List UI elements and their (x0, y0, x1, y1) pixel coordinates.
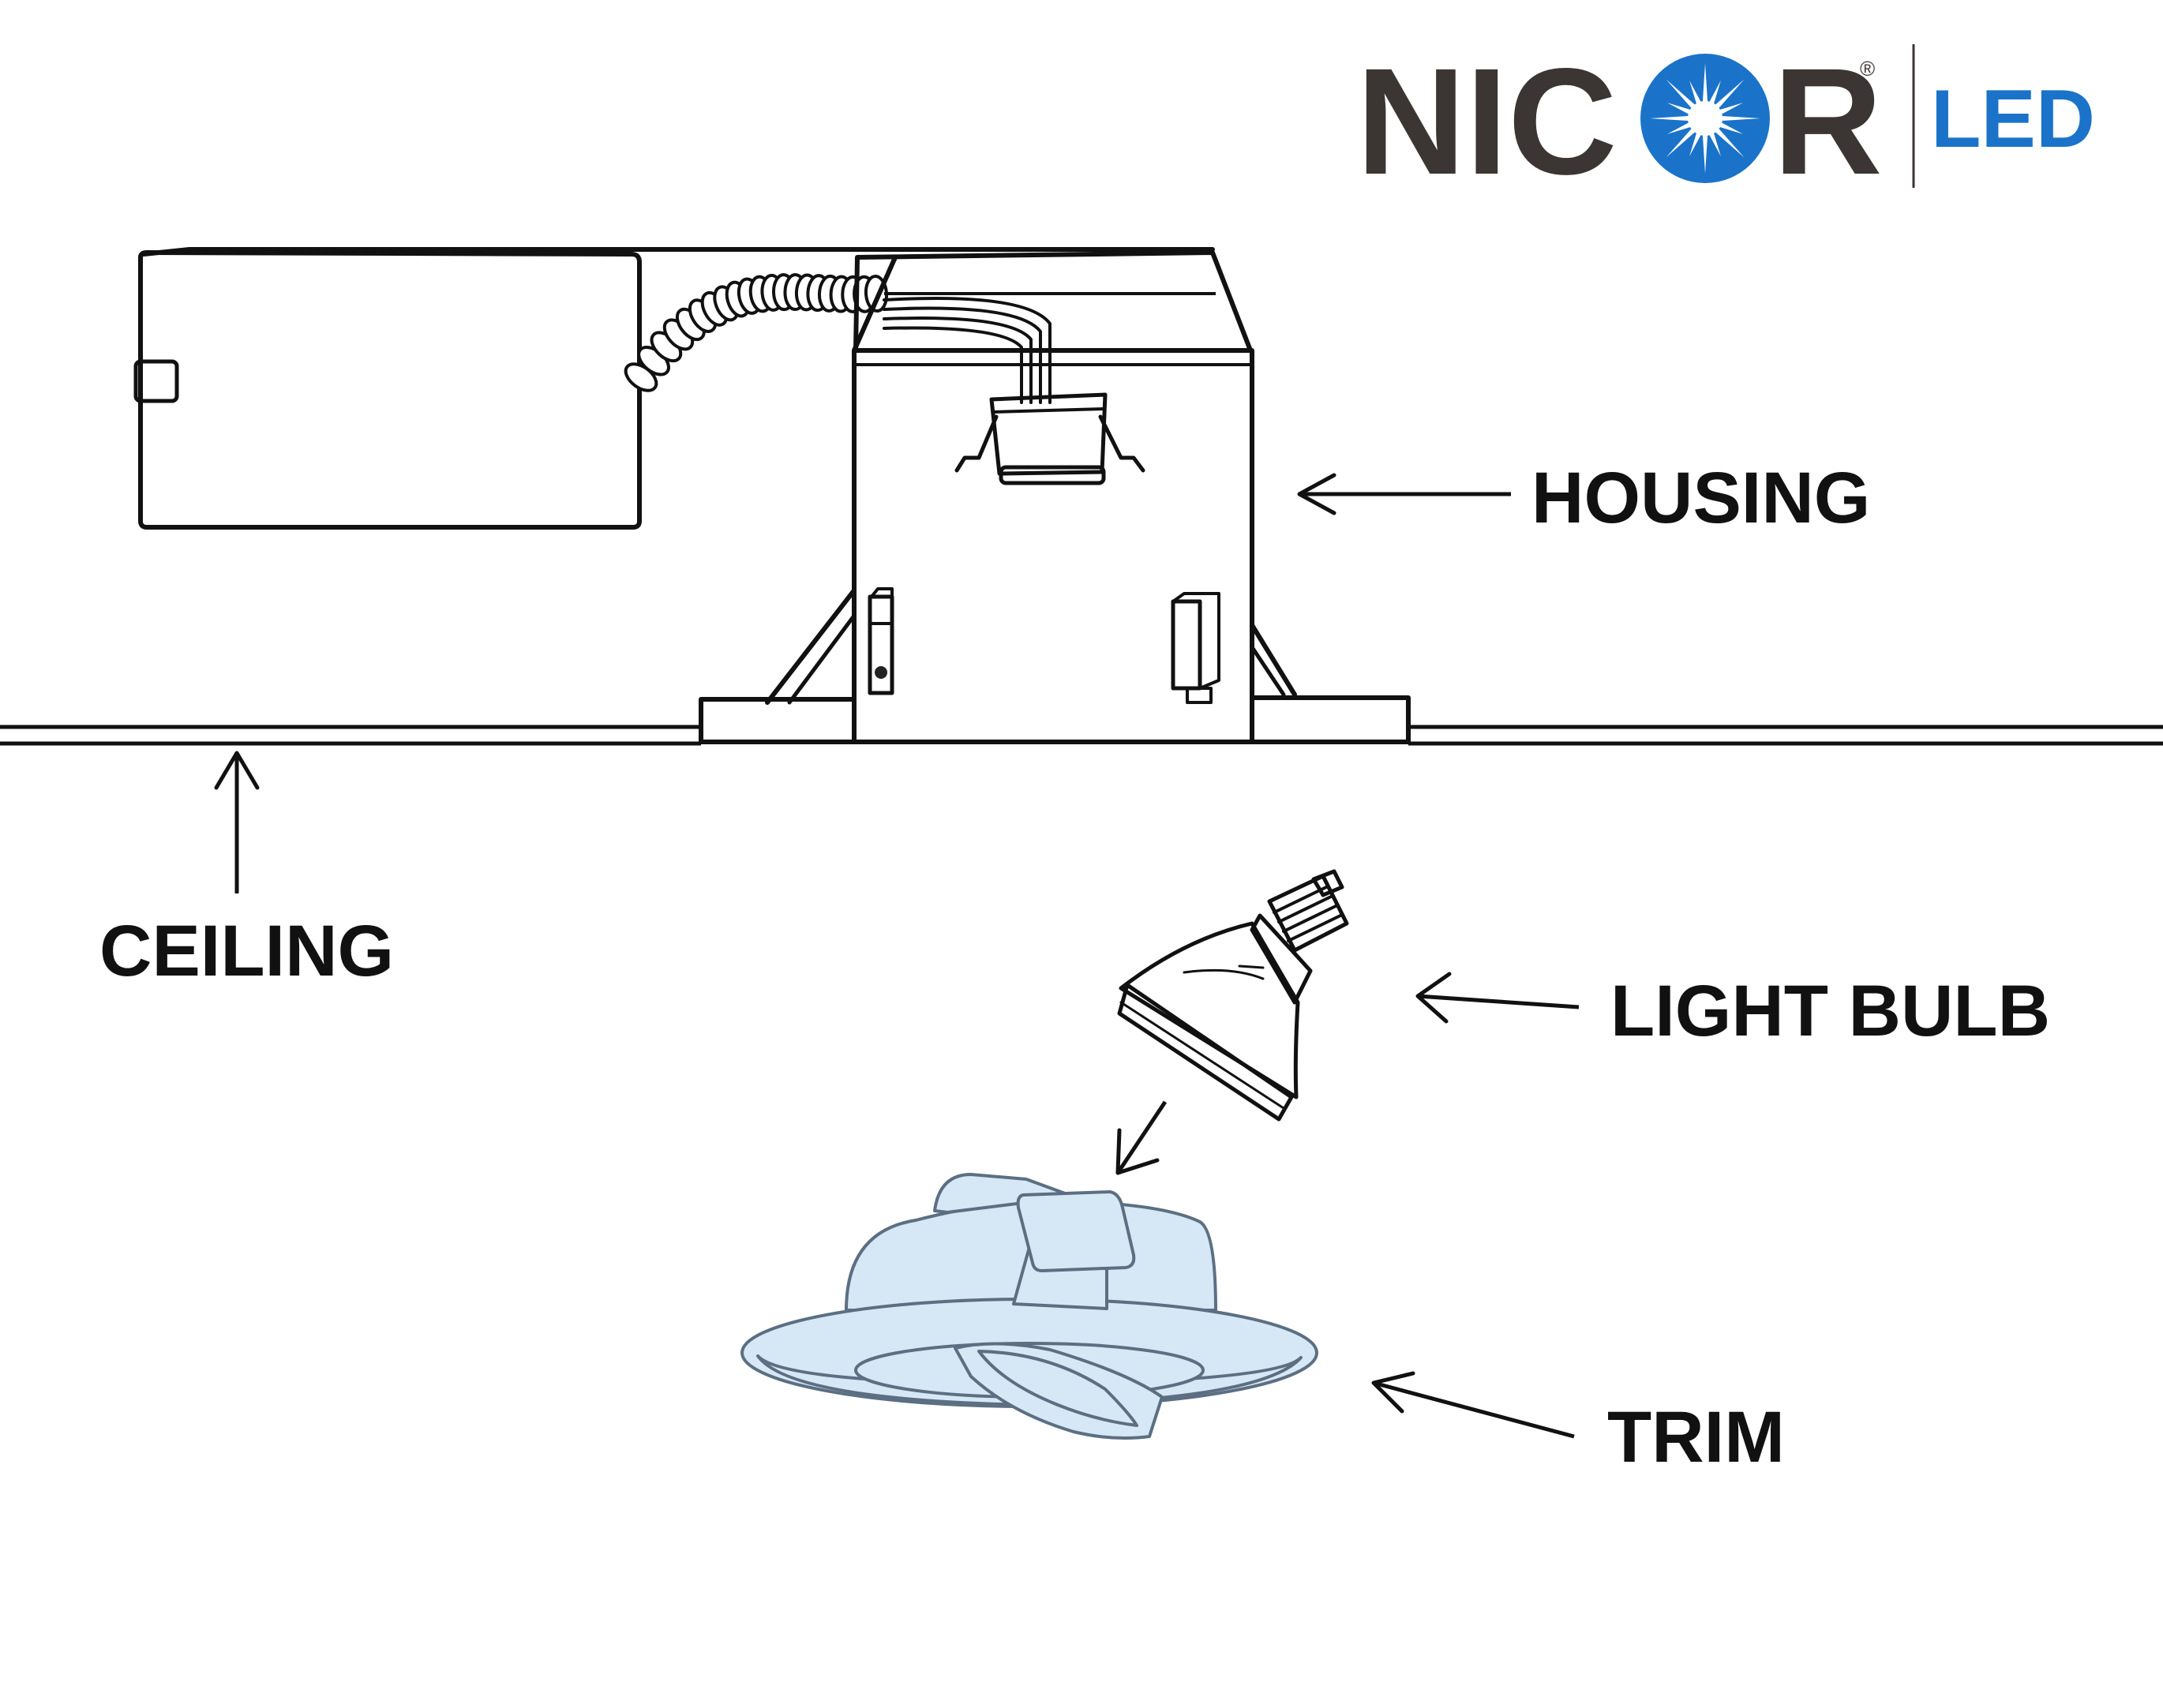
arrow-icon-ceiling (214, 751, 260, 893)
housing-can (699, 250, 1411, 744)
ceiling-label: CEILING (99, 911, 394, 991)
flexible-conduit (624, 273, 889, 392)
par-light-bulb (1117, 869, 1349, 1122)
lamp-socket (954, 392, 1145, 485)
star-burst-icon (1640, 54, 1770, 183)
housing-label: HOUSING (1531, 458, 1870, 538)
junction-box (133, 247, 1215, 530)
trim-label: TRIM (1607, 1397, 1785, 1478)
registered-mark: ® (1860, 57, 1875, 81)
gimbal-trim (740, 1173, 1318, 1440)
mounting-clip-right (1171, 592, 1220, 704)
light-bulb-label: LIGHT BULB (1610, 971, 2050, 1051)
arrow-icon-trim (1371, 1371, 1575, 1439)
arrow-icon-bulb-to-trim (1115, 1100, 1168, 1175)
ceiling (0, 725, 2163, 746)
nicor-led-logo: NIC R ® LED (1356, 36, 2095, 206)
logo-product-text: LED (1931, 73, 2095, 165)
arrow-icon-light-bulb (1415, 972, 1580, 1024)
logo-brand-text: NIC (1356, 36, 1618, 206)
mounting-clip-left (868, 587, 894, 695)
housing (133, 247, 1411, 744)
logo-brand-text-end: R (1773, 36, 1883, 206)
arrow-icon-housing (1297, 473, 1511, 515)
